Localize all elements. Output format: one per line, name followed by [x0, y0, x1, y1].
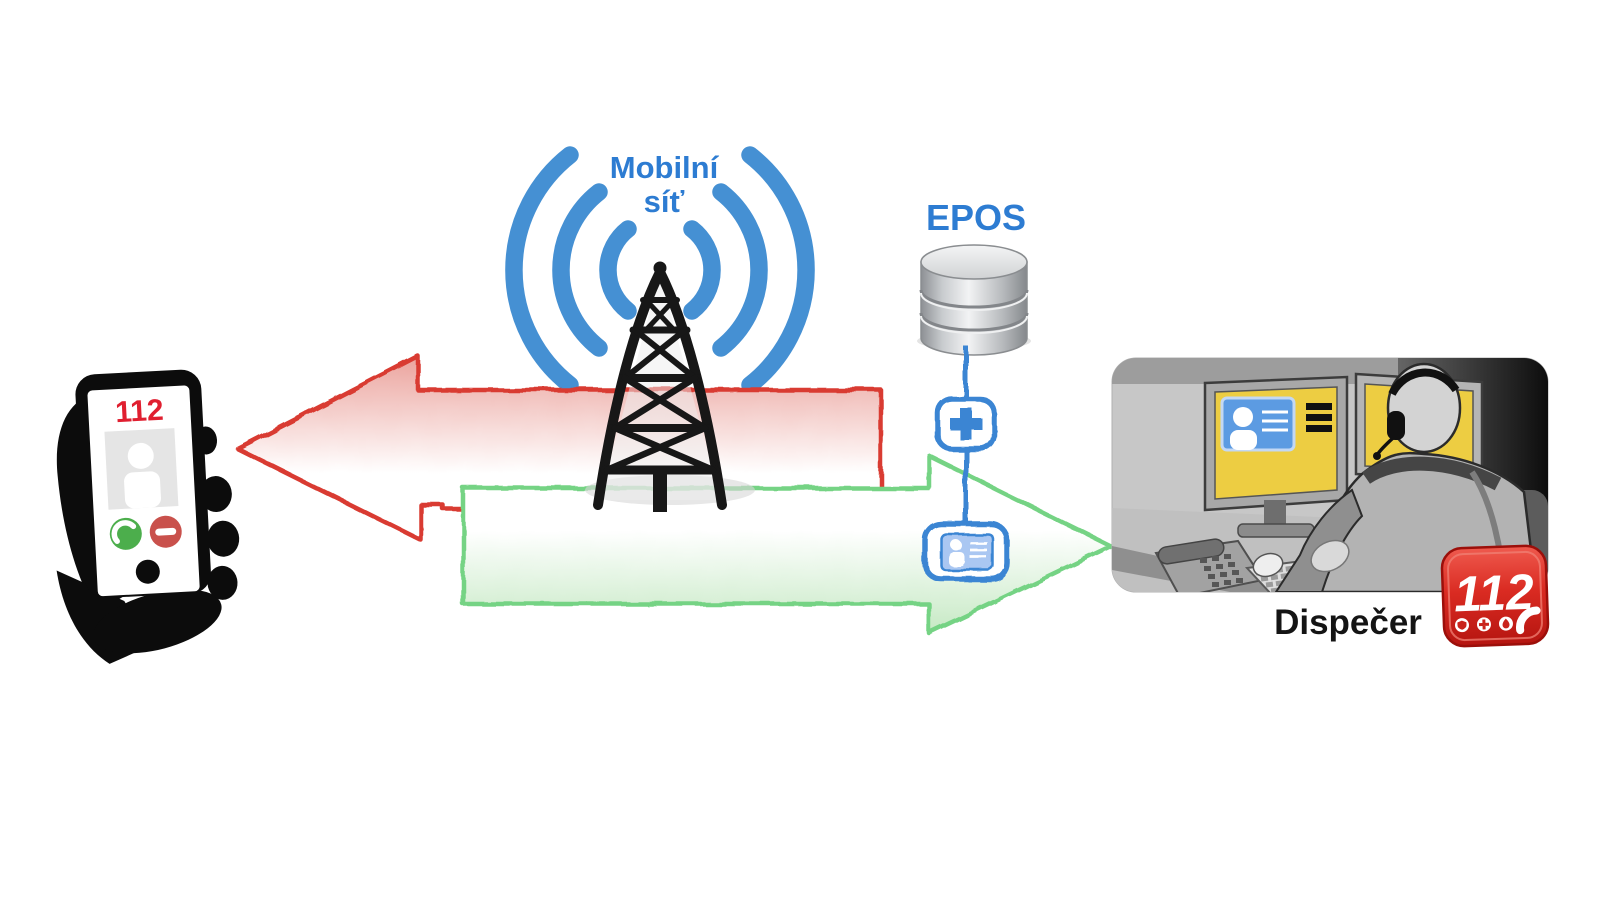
badge-112: 112 — [1440, 544, 1550, 648]
network-label-line2: síť — [644, 184, 685, 219]
database-groove — [919, 289, 1029, 309]
screen-card-body — [1230, 430, 1257, 450]
avatar-body — [124, 471, 161, 509]
flame-glyph — [1502, 618, 1510, 629]
phone-decline-icon — [155, 527, 177, 536]
phone-answer-icon — [111, 520, 137, 545]
epos-connector — [922, 346, 1010, 582]
tower-antenna-tip — [653, 261, 667, 275]
operator — [1252, 362, 1538, 592]
cell-tower-icon — [585, 261, 755, 512]
operator-hand — [1252, 552, 1284, 578]
monitor-stand — [1264, 500, 1286, 526]
headset-icon — [1373, 368, 1460, 460]
id-card-person-body — [948, 552, 965, 566]
incoming-number: 112 — [114, 394, 164, 429]
headset-mic — [1373, 452, 1381, 460]
badge-number: 112 — [1453, 564, 1535, 623]
badge-highlight — [1447, 550, 1543, 642]
tower-lattice — [593, 267, 727, 510]
operator-head — [1386, 362, 1462, 454]
wave-arc-left-inner — [599, 220, 637, 320]
plus-glyph — [950, 408, 982, 440]
wave-arc-left-mid — [552, 183, 608, 357]
database-top — [920, 244, 1028, 280]
caller-phone-group: 112 — [56, 369, 240, 664]
monitor-base — [1237, 523, 1315, 538]
radio-waves-icon — [505, 146, 815, 394]
menu-icon — [1306, 403, 1332, 432]
finger — [199, 476, 232, 513]
id-card-inner — [939, 532, 995, 572]
desk-phone-keypad — [1200, 554, 1243, 587]
screen-card-head — [1233, 407, 1253, 427]
elbow-pad — [1310, 539, 1350, 573]
wave-arc-right-inner — [683, 220, 721, 320]
dispatcher-label: Dispečer — [1274, 603, 1422, 642]
handset-icon — [1516, 606, 1541, 635]
tower-fill — [600, 272, 720, 500]
badge-service-icons — [1454, 606, 1541, 635]
wave-arc-right-mid — [712, 183, 768, 357]
database-groove-highlight — [920, 315, 1028, 334]
id-card-person-head — [950, 539, 962, 551]
desk-phone — [1154, 538, 1265, 592]
avatar-head — [127, 442, 154, 469]
database-groove-highlight — [920, 292, 1028, 311]
operator-arm — [1274, 488, 1364, 592]
operator-collar — [1362, 456, 1502, 491]
database-groove — [919, 312, 1029, 332]
epos-label: EPOS — [926, 197, 1026, 238]
headset-band — [1388, 368, 1460, 396]
palm — [93, 589, 222, 654]
network-label-line1: Mobilní — [610, 150, 720, 185]
wave-arc-right-outer — [741, 146, 815, 394]
headset-earcup — [1387, 411, 1405, 440]
cross-glyph — [1478, 619, 1490, 630]
tower-post — [653, 466, 667, 512]
screen-card-lines — [1262, 410, 1288, 432]
home-button[interactable] — [135, 559, 160, 584]
desk-phone-handset — [1157, 538, 1225, 565]
id-card-lines — [970, 541, 987, 559]
finger — [207, 520, 240, 557]
monitor-1 — [1203, 375, 1349, 538]
database-icon — [917, 244, 1031, 356]
dispatcher-panel — [1111, 357, 1549, 593]
wave-arc-left-outer — [505, 146, 579, 394]
shield-glyph — [1457, 620, 1467, 630]
finger — [207, 565, 238, 600]
